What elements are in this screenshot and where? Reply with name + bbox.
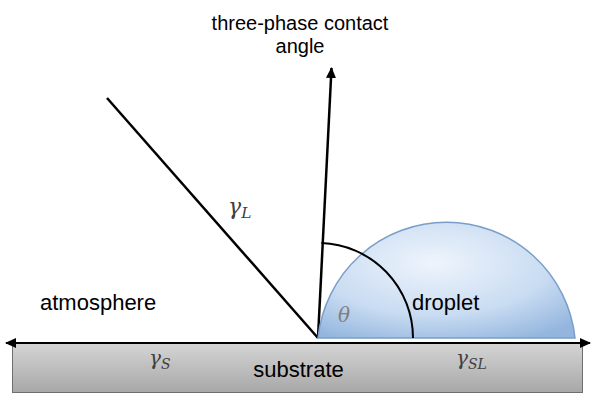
phase-label: atmosphere	[40, 290, 156, 315]
subscript: L	[241, 204, 251, 222]
subscript: SL	[468, 356, 487, 372]
interface-line	[6, 342, 590, 344]
angle-caption: three-phase contact angle	[200, 12, 400, 58]
region-label: substrate	[253, 357, 344, 382]
subscript: S	[161, 356, 171, 372]
symbol: γ	[228, 194, 241, 219]
angle-arc	[321, 243, 413, 338]
droplet-outline	[318, 222, 575, 338]
substrate-block: γSsubstrateγSL	[12, 343, 583, 393]
tension-symbol: γL	[228, 194, 251, 223]
droplet-body	[318, 222, 575, 338]
tension-symbol: γS	[149, 347, 171, 372]
tension-symbol: γSL	[456, 347, 487, 372]
symbol: γ	[149, 346, 161, 370]
droplet-shape: θ droplet	[318, 222, 575, 338]
region-label: droplet	[412, 290, 479, 315]
symbol: γ	[456, 346, 468, 370]
tension-symbol: θ	[338, 304, 350, 327]
